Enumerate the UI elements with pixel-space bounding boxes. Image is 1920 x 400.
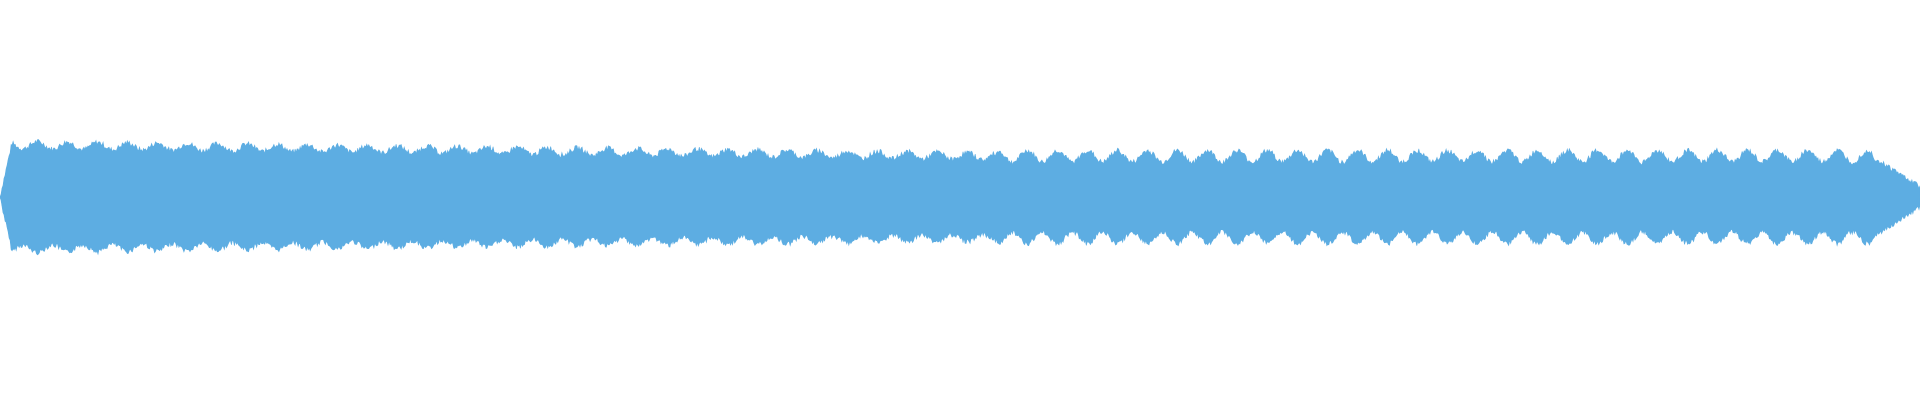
waveform-path bbox=[0, 139, 1920, 256]
